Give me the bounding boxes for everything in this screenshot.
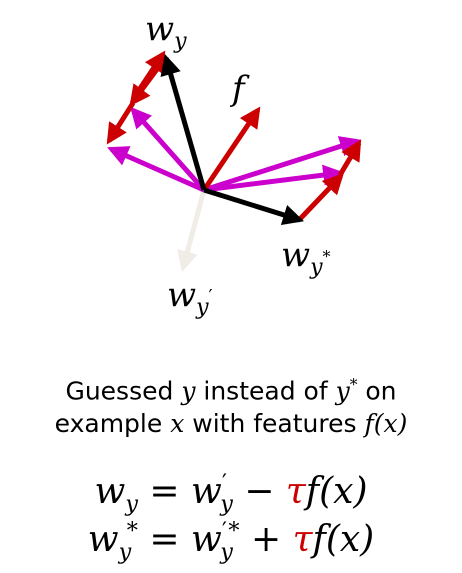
eq1-rhs-sub: y [220,491,233,518]
equation-wy-update: wy = w′y − τf(x) [0,462,462,525]
label-f: f [229,69,250,109]
eq1-fx: f(x) [305,471,368,512]
eq2-lhs-sub: y [118,539,132,566]
caption-var-fx: f(x) [364,409,408,438]
feature-vector-f [201,106,261,192]
label-w-yprime: wy′ [167,275,213,320]
label-w-ystar: wy* [281,235,331,280]
eq1-minus: − [232,471,286,512]
eq2-plus: + [239,519,293,560]
eq1-tau: τ [285,471,306,512]
wystar-add-step-2 [337,139,362,177]
caption-var-y: y [181,376,196,406]
caption-line-2: example x with features f(x) [0,407,462,441]
eq2-fx: f(x) [312,519,375,560]
wy-subtract-step-2 [106,101,136,145]
updated-wy-vector-2 [107,146,206,193]
eq2-lhs: w [87,519,119,560]
eq1-lhs: w [94,471,126,512]
label-w-y: wy [145,9,187,54]
caption-text: instead of [195,376,336,406]
eq1-rhs-prime: ′ [221,470,227,496]
caption-text: Guessed [65,376,182,406]
caption-line-1: Guessed y instead of y* on [0,368,462,408]
caption-star: * [349,376,358,394]
wy-subtract-step-0 [136,50,166,92]
eq2-rhs-w: w [190,519,222,560]
perceptron-update-diagram: wy f wy* wy′ [106,9,362,320]
w-ystar-vector [203,187,305,226]
eq2-rhs-star: * [228,518,240,544]
caption-text: example [54,409,171,438]
w-y-vector [160,53,207,191]
eq2-tau: τ [292,519,313,560]
wystar-add-step-1 [298,172,344,221]
eq1-equals: = [137,471,191,512]
updated-wy-vector-1 [130,106,206,192]
updated-wystar-vector-2 [203,136,361,193]
caption-text: on [357,376,397,406]
eq1-rhs-w: w [190,471,222,512]
caption-var-ystar: y [335,376,350,406]
w-yprime-vector [177,189,207,273]
caption-text: with features [184,409,365,438]
equation-wystar-update: wy* = w′y* + τf(x) [0,510,462,573]
eq1-lhs-sub: y [125,491,138,518]
wy-subtract-step-1 [129,55,169,107]
eq2-lhs-star: * [126,518,138,544]
updated-wystar-vector-1 [203,164,345,193]
eq2-rhs-prime: ′ [221,518,227,544]
caption-var-x: x [170,409,185,438]
eq2-rhs-sub: y [220,539,233,566]
eq2-equals: = [137,519,191,560]
